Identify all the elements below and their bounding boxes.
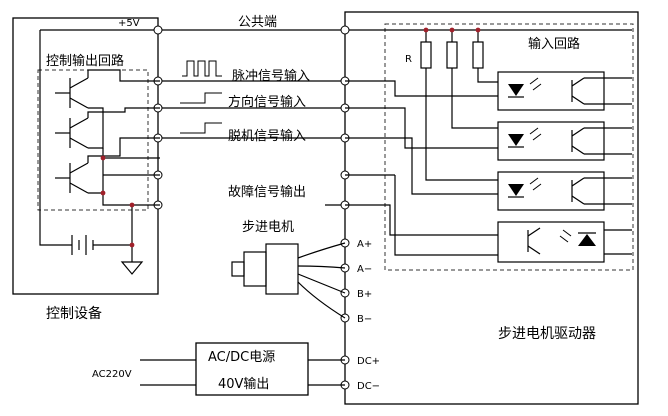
step-waveform-icon <box>180 122 222 134</box>
optocoupler-icon <box>497 171 632 211</box>
controller-output-circuit <box>39 30 160 275</box>
power-wires <box>140 359 345 386</box>
resistor-label: R <box>405 54 412 65</box>
optocoupler-icon <box>497 121 632 161</box>
input-resistors <box>420 27 498 181</box>
battery-icon <box>71 235 94 255</box>
opto-input-wires <box>345 80 498 256</box>
driver-label: 步进电机驱动器 <box>498 326 596 342</box>
pulse-waveform-icon <box>182 60 222 77</box>
psu-line1-label: AC/DC电源 <box>208 350 275 365</box>
controller-box <box>12 17 159 295</box>
stepper-motor-label: 步进电机 <box>242 220 294 235</box>
transistor-icon <box>69 117 89 149</box>
ground-icon <box>120 245 144 275</box>
resistor-icon <box>420 41 432 69</box>
offline-input-label: 脱机信号输入 <box>228 128 306 144</box>
optocoupler-icon <box>497 71 632 111</box>
a-plus-label: A+ <box>357 239 372 250</box>
b-plus-label: B+ <box>357 289 372 300</box>
transistor-icon <box>69 77 89 109</box>
dc-minus-label: DC− <box>357 381 380 392</box>
controller-label: 控制设备 <box>46 305 102 322</box>
transistor-icon <box>69 162 89 194</box>
plus5v-label: +5V <box>118 18 140 29</box>
a-minus-label: A− <box>357 264 372 275</box>
signal-wires <box>40 29 632 206</box>
psu-line2-label: 40V输出 <box>218 376 269 392</box>
motor-wires <box>297 242 346 319</box>
output-loop-region <box>37 69 149 211</box>
optocoupler-icon <box>497 221 632 263</box>
step-waveform-icon <box>180 92 222 104</box>
motor-icon <box>231 243 299 295</box>
pulse-input-label: 脉冲信号输入 <box>232 68 310 84</box>
resistor-icon <box>446 41 458 69</box>
output-loop-label: 控制输出回路 <box>46 53 124 69</box>
dc-plus-label: DC+ <box>357 356 380 367</box>
direction-input-label: 方向信号输入 <box>228 94 306 110</box>
b-minus-label: B− <box>357 314 372 325</box>
resistor-icon <box>472 41 484 69</box>
driver-box <box>344 11 639 405</box>
fault-output-label: 故障信号输出 <box>228 184 306 200</box>
psu-box <box>195 342 309 396</box>
common-terminal-label: 公共端 <box>238 15 277 30</box>
ac220-label: AC220V <box>92 369 132 380</box>
input-loop-label: 输入回路 <box>528 36 580 52</box>
input-loop-region <box>384 23 634 271</box>
